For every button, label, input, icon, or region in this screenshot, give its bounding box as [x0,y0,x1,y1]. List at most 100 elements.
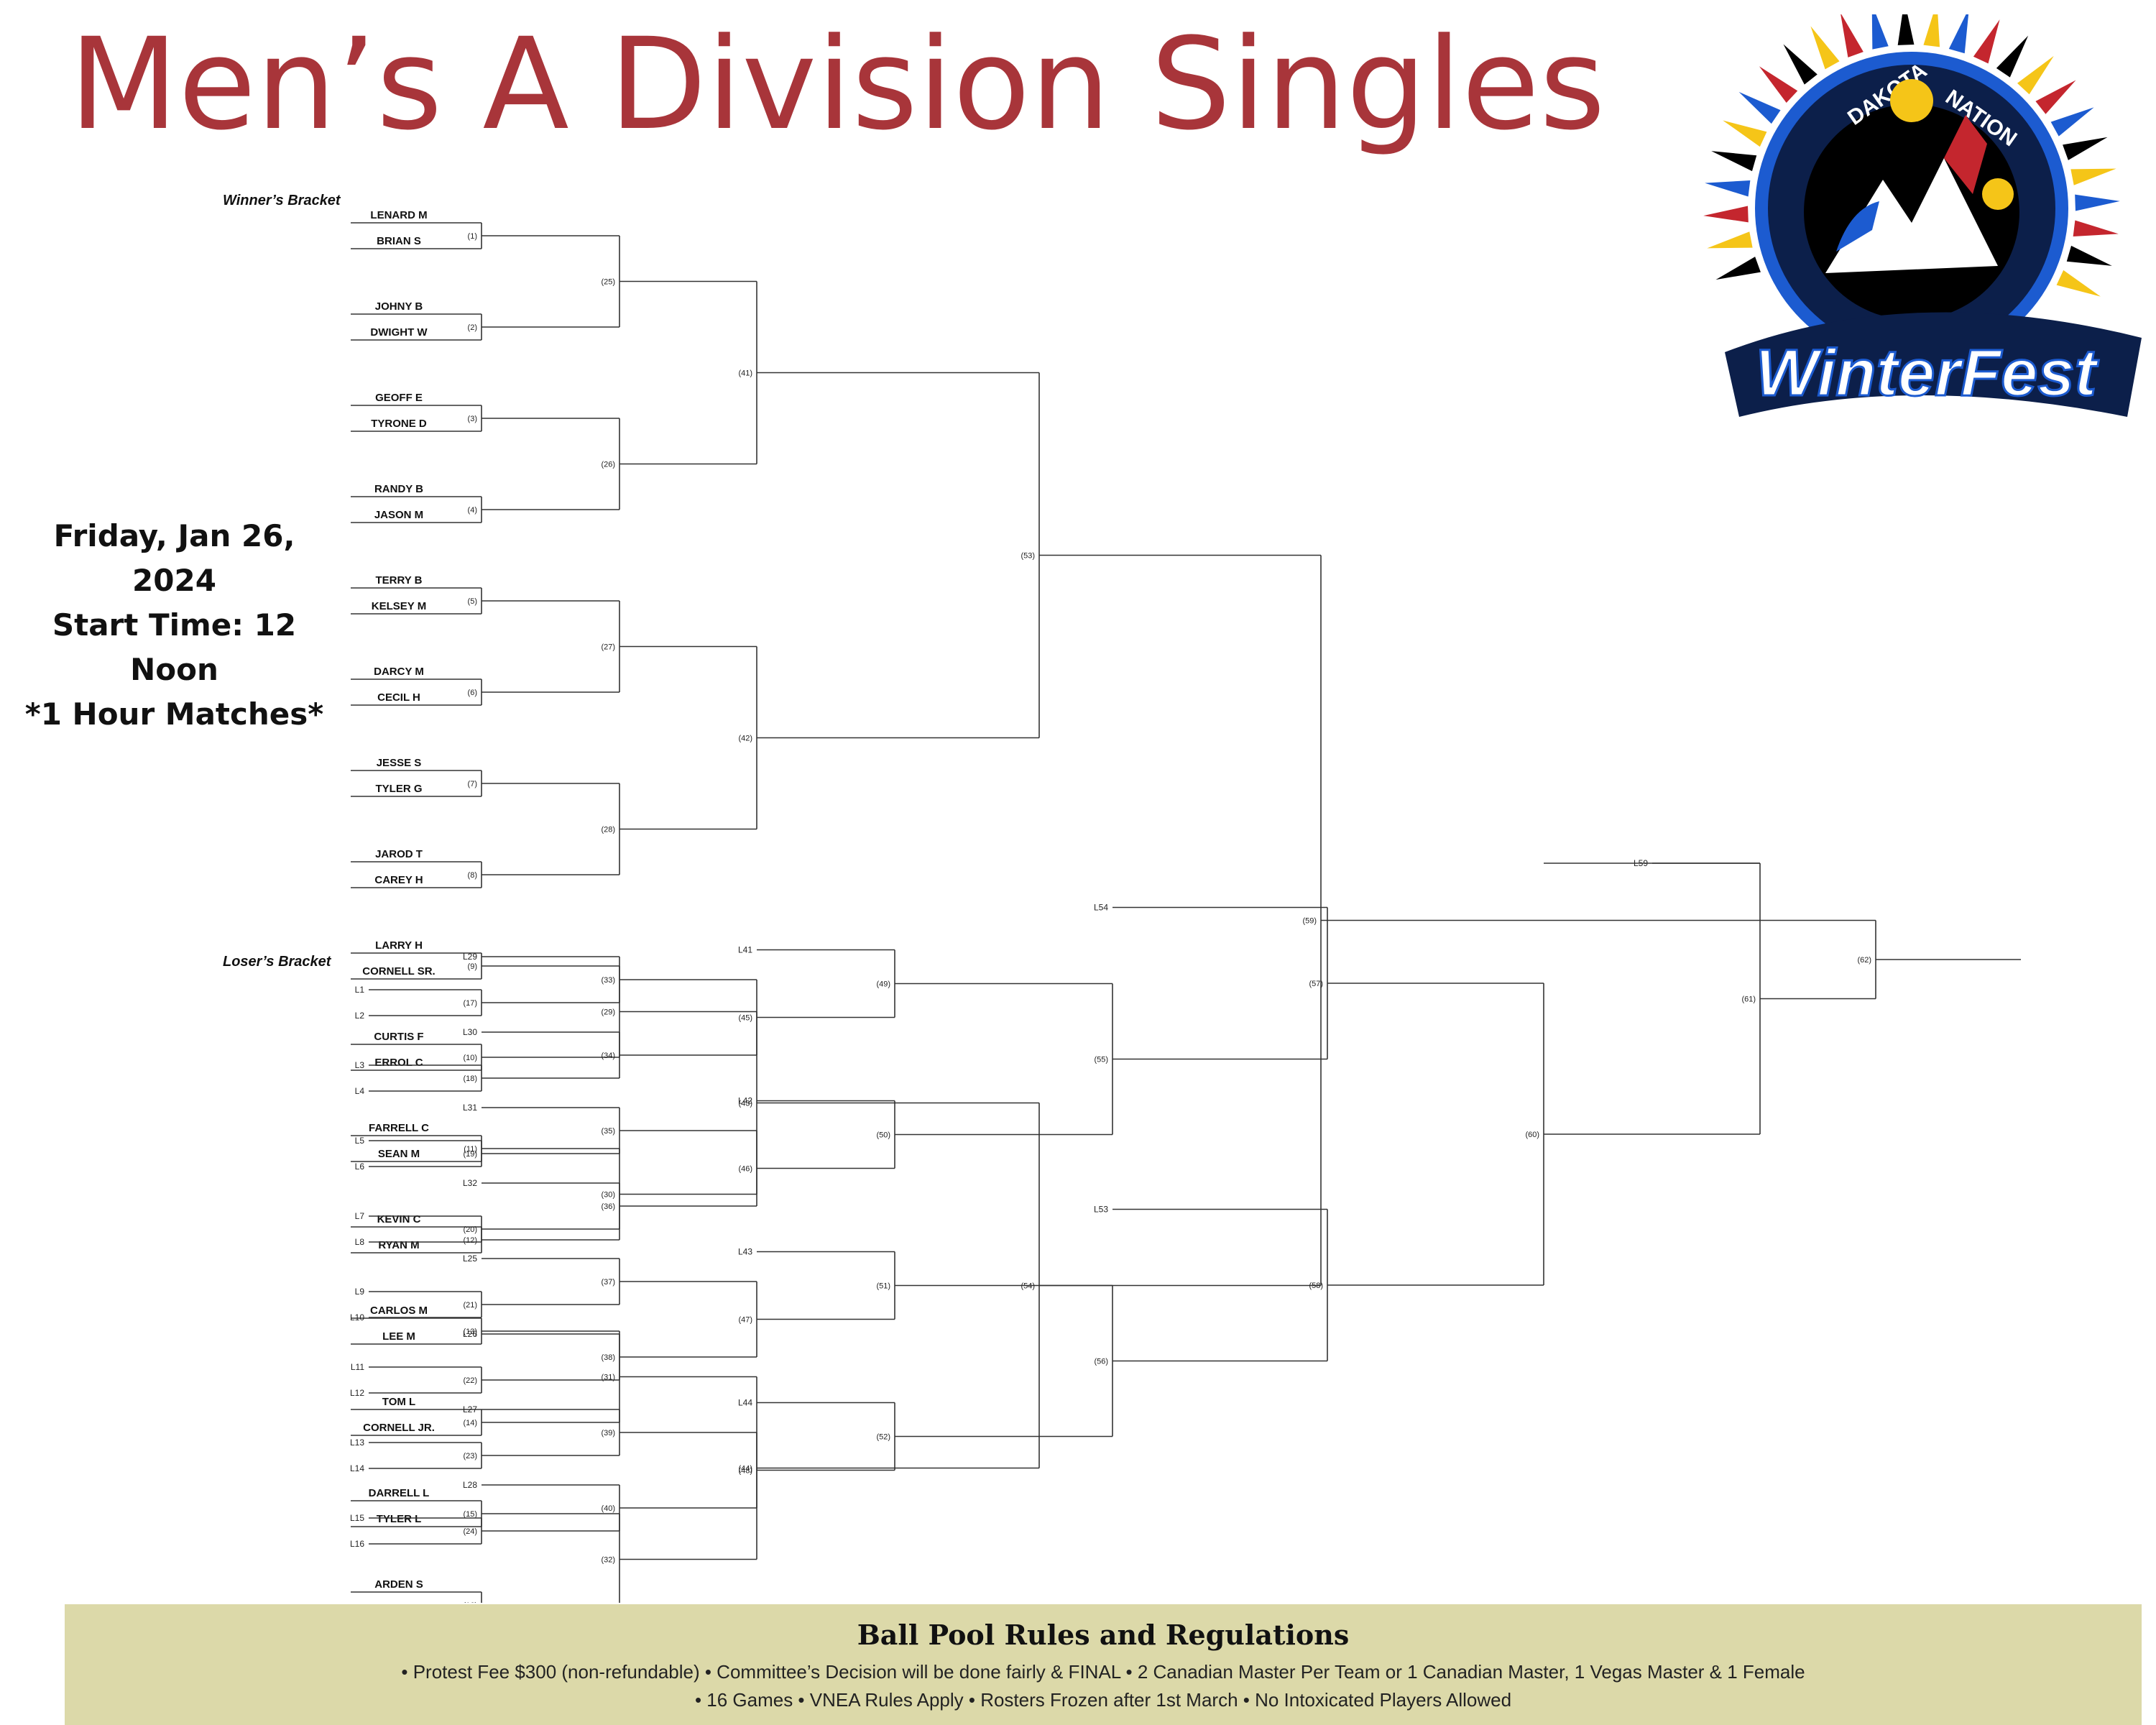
player-name: RYAN M [378,1239,419,1251]
logo-ray [1759,66,1798,104]
lb-entry-slot-label: L13 [350,1438,364,1448]
page-title: Men’s A Division Singles [69,11,1606,158]
lb-match-label: (48) [738,1467,752,1476]
championship-group: (62) [1321,919,2021,1000]
logo-ray [2070,168,2116,185]
logo-ray [2066,245,2112,266]
event-start-time: Start Time: 12 Noon [52,607,297,687]
lb-match-label: (55) [1094,1056,1108,1064]
lb-match-label: (52) [876,1433,890,1442]
wb-match-label: (42) [738,735,752,743]
event-match-length: *1 Hour Matches* [24,696,324,732]
wb-match-label: (16) [463,1601,477,1603]
wb-final-label: (59) [1302,917,1317,926]
wb-match-label: (32) [601,1556,615,1565]
player-name: TYLER L [377,1513,422,1525]
logo-ray [1703,206,1749,223]
logo-ray [2035,80,2076,114]
logo-banner [1725,312,2142,417]
logo-ray [1996,35,2029,78]
player-name: JAROD T [375,848,423,860]
logo-ray [1841,14,1864,58]
emblem-icon [1890,79,1933,122]
player-name: CORNELL SR. [362,965,435,978]
wb-match-label: (7) [468,780,477,788]
player-name: LARRY H [375,939,423,952]
lb-match-label: (46) [738,1165,752,1174]
player-name: CORNELL JR. [363,1422,435,1434]
buffalo-icon [1825,158,1998,273]
wb-match-label: (13) [463,1328,477,1336]
lb-match-label: (47) [738,1316,752,1325]
lb-match-label: (57) [1309,980,1323,988]
lb-entry-slot-label: L12 [350,1388,364,1398]
logo-ray [2017,55,2054,95]
logo-ray [1707,231,1753,249]
player-name: SEAN M [378,1148,420,1160]
logo-ray [2073,220,2119,237]
lb-drop-slot-label: L43 [738,1247,752,1257]
wintefest-logo: DAKOTA NATION WinterFest [1703,14,2142,417]
wb-match-label: (53) [1021,552,1035,561]
lb-match-label: (51) [876,1282,890,1291]
lb-match-label: (45) [738,1014,752,1023]
wb-match-label: (11) [464,1145,477,1154]
lb-entry-slot-label: L5 [355,1136,365,1146]
lb-match-label: (49) [876,980,890,989]
lb-entry-slot-label: L3 [355,1060,365,1070]
lb-final-label: (61) [1741,995,1756,1004]
lb-match-label: (50) [876,1131,890,1140]
wb-match-label: (4) [468,506,477,515]
lb-match-label: (39) [601,1429,615,1438]
wb-match-label: (28) [601,826,615,834]
player-name: DWIGHT W [370,326,428,339]
logo-ray [1973,19,2000,64]
player-name: DARCY M [374,666,424,678]
logo-ray [1705,180,1751,197]
player-name: CURTIS F [374,1031,423,1043]
wb-match-label: (2) [468,323,477,332]
event-date: Friday, Jan 26, 2024 [53,518,295,598]
lb-match-label: (20) [463,1225,477,1234]
lb-match-label: (18) [463,1075,477,1083]
logo-script-text: WinterFest [1756,336,2099,410]
wb-match-label: (1) [468,232,477,241]
lb-drop-slot-label: L30 [463,1027,477,1037]
lb-entry-slot-label: L10 [350,1312,364,1322]
logo-ray [2063,137,2108,160]
hockey-player-icon [1836,201,1879,252]
lb-entry-slot-label: L15 [350,1513,364,1523]
logo-ray [1783,44,1818,85]
logo-ray [1723,120,1767,147]
player-name: CARLOS M [370,1305,428,1317]
rules-line-1: • Protest Fee $300 (non-refundable) • Co… [401,1661,1805,1683]
lb-match-label: (19) [463,1150,477,1159]
lb-entry-slot-label: L2 [355,1011,365,1021]
wb-match-label: (6) [468,689,477,697]
logo-ray [2056,270,2101,297]
player-name: CECIL H [377,691,420,704]
wb-match-label: (12) [463,1236,477,1245]
wb-match-label: (44) [738,1465,752,1473]
volleyball-icon [1982,178,2014,210]
wb-match-label: (10) [463,1054,477,1062]
player-name: BRIAN S [377,235,421,247]
logo-ray [1923,14,1940,47]
lb-entry-slot-label: L7 [355,1211,365,1221]
player-name: LENARD M [370,209,427,221]
rules-title: Ball Pool Rules and Regulations [857,1619,1350,1651]
lb-match-label: (17) [463,999,477,1008]
losers-bracket: L1L2(17)L3L4(18)L5L6(19)L7L8(20)L9L10(21… [350,858,2021,1549]
wb-match-label: (15) [463,1510,477,1519]
logo-ray [2050,107,2094,137]
wb-match-label: (25) [601,278,615,287]
player-name: TYRONE D [371,418,427,430]
lb-drop-slot-label: L31 [463,1103,477,1113]
logo-ray [1810,26,1840,70]
lb-drop-slot-label: L42 [738,1096,752,1106]
lb-match-label: (36) [601,1202,615,1211]
lb-entry-slot-label: L14 [350,1463,364,1473]
lb-entry-slot-label: L11 [351,1362,364,1372]
lb-match-label: (33) [601,976,615,985]
